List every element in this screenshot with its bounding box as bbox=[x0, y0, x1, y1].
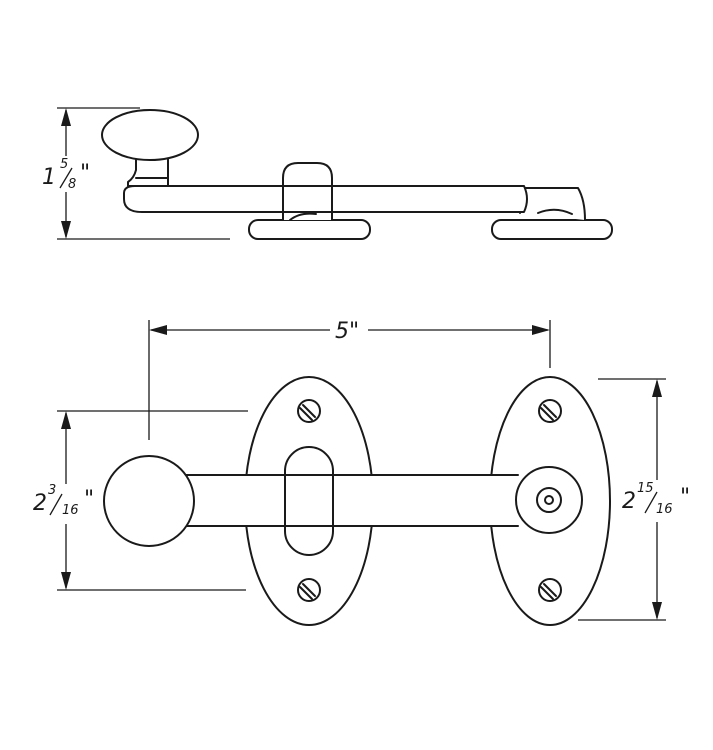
plate-height-arrow-top bbox=[652, 379, 662, 397]
plate-height-label: 2 15 16 " bbox=[620, 480, 698, 522]
side-height-label: 1 5 8 " bbox=[38, 156, 96, 192]
front-keeper-mask bbox=[287, 476, 331, 525]
front-pivot-boss bbox=[515, 466, 583, 534]
side-height-fraction-bar bbox=[59, 167, 73, 189]
side-latch-bar bbox=[123, 185, 528, 213]
knob-height-label: 2 3 16 " bbox=[30, 483, 102, 524]
knob-height-arrow-top bbox=[61, 411, 71, 429]
side-height-numerator: 5 bbox=[60, 157, 68, 172]
side-keeper-screw bbox=[289, 212, 317, 221]
side-pivot-housing bbox=[519, 187, 586, 221]
length-arrow-left bbox=[149, 325, 167, 335]
side-height-arrow-bottom bbox=[61, 221, 71, 239]
side-height-arrow-top bbox=[61, 108, 71, 126]
front-pivot-ring bbox=[536, 487, 562, 513]
front-left-top-screw bbox=[297, 399, 321, 423]
side-left-mounting-plate bbox=[248, 219, 371, 240]
side-height-unit: " bbox=[80, 161, 90, 186]
knob-height-fraction-bar bbox=[49, 493, 63, 516]
knob-height-arrow-bottom bbox=[61, 572, 71, 590]
side-keeper-front bbox=[282, 185, 333, 213]
knob-height-unit: " bbox=[84, 487, 94, 512]
front-knob bbox=[103, 455, 195, 547]
side-right-mounting-plate bbox=[491, 219, 613, 240]
knob-height-denominator: 16 bbox=[62, 503, 79, 518]
side-knob bbox=[101, 109, 199, 161]
plate-height-whole: 2 bbox=[622, 489, 636, 514]
plate-height-unit: " bbox=[680, 485, 690, 510]
knob-height-numerator: 3 bbox=[48, 483, 56, 498]
knob-height-whole: 2 bbox=[33, 491, 47, 516]
front-right-top-screw bbox=[538, 399, 562, 423]
front-right-bottom-screw bbox=[538, 578, 562, 602]
length-text: 5" bbox=[335, 319, 359, 344]
front-view bbox=[57, 320, 666, 626]
plate-height-fraction-bar bbox=[644, 491, 658, 514]
side-height-denominator: 8 bbox=[68, 177, 76, 192]
plate-height-denominator: 16 bbox=[656, 502, 673, 517]
side-height-whole: 1 bbox=[42, 165, 56, 190]
side-view bbox=[57, 107, 613, 240]
length-arrow-right bbox=[532, 325, 550, 335]
plate-height-arrow-bottom bbox=[652, 602, 662, 620]
plate-height-numerator: 15 bbox=[637, 481, 654, 496]
length-label: 5" bbox=[335, 319, 359, 344]
side-pivot-screw bbox=[537, 208, 573, 215]
front-pivot-pin bbox=[544, 495, 554, 505]
front-left-bottom-screw bbox=[297, 578, 321, 602]
